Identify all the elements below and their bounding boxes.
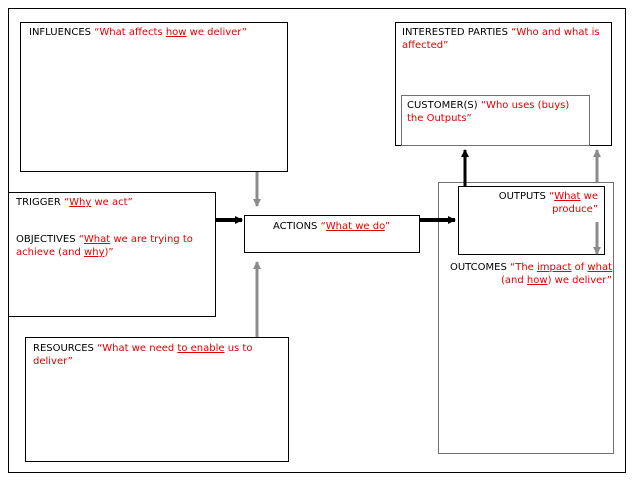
objectives-text: OBJECTIVES “What we are trying to achiev… — [16, 233, 212, 259]
interested-parties-label: INTERESTED PARTIES — [402, 27, 508, 38]
outcomes-quote-part: of — [571, 262, 588, 273]
customers-label: CUSTOMER(S) — [407, 100, 478, 111]
trigger-quote-part: we act” — [91, 197, 133, 208]
outputs-box: OUTPUTS “What we produce” — [458, 186, 605, 255]
resources-label: RESOURCES — [33, 343, 94, 354]
actions-text: ACTIONS “What we do” — [273, 220, 419, 233]
actions-label: ACTIONS — [273, 221, 318, 232]
customers-quote: “Who uses (buys) the Outputs” — [407, 100, 570, 124]
interested-parties-text: INTERESTED PARTIES “Who and what is affe… — [402, 26, 608, 52]
influences-quote: “What affects how we deliver” — [94, 27, 247, 38]
actions-quote-underlined: What we do — [325, 221, 385, 232]
resources-quote: “What we need to enable us to deliver” — [33, 343, 252, 367]
objectives-quote-part: “ — [78, 234, 84, 245]
trigger-label: TRIGGER — [16, 197, 61, 208]
outputs-quote-part: we produce” — [552, 191, 598, 215]
outcomes-text: OUTCOMES “The impact of what (and how) w… — [446, 261, 612, 287]
resources-quote-part: “What we need — [97, 343, 178, 354]
outcomes-quote: “The impact of what (and how) we deliver… — [501, 262, 612, 286]
interested-parties-quote: “Who and what is affected” — [402, 27, 600, 51]
trigger-objectives-box: TRIGGER “Why we act” OBJECTIVES “What we… — [8, 192, 216, 317]
influences-text: INFLUENCES “What affects how we deliver” — [29, 26, 279, 39]
outputs-quote-part: “ — [549, 191, 555, 202]
outcomes-quote-part: “The — [510, 262, 537, 273]
influences-quote-part: we deliver” — [186, 27, 248, 38]
actions-box: ACTIONS “What we do” — [244, 215, 420, 253]
objectives-quote-underlined: why — [84, 247, 105, 258]
objectives-quote: “What we are trying to achieve (and why)… — [16, 234, 193, 258]
trigger-quote-underlined: Why — [69, 197, 92, 208]
outcomes-quote-underlined: what — [587, 262, 612, 273]
outcomes-label: OUTCOMES — [449, 262, 507, 273]
outcomes-quote-underlined: how — [526, 275, 548, 286]
resources-text: RESOURCES “What we need to enable us to … — [33, 342, 263, 368]
influences-label: INFLUENCES — [29, 27, 92, 38]
resources-box: RESOURCES “What we need to enable us to … — [25, 337, 289, 462]
influences-quote-part: “What affects — [94, 27, 166, 38]
trigger-text: TRIGGER “Why we act” — [16, 196, 212, 209]
influences-quote-underlined: how — [165, 27, 187, 38]
customers-box: CUSTOMER(S) “Who uses (buys) the Outputs… — [401, 95, 590, 146]
resources-quote-part: us to deliver” — [33, 343, 253, 367]
objectives-quote-part: we are trying to achieve (and — [16, 234, 193, 258]
outputs-quote-underlined: What — [554, 191, 581, 202]
actions-quote-part: “ — [320, 221, 326, 232]
trigger-quote-part: “ — [63, 197, 70, 208]
trigger-quote: “Why we act” — [64, 197, 133, 208]
outputs-label: OUTPUTS — [498, 191, 546, 202]
outcomes-quote-part: ) we deliver” — [547, 275, 612, 286]
outputs-quote: “What we produce” — [549, 191, 598, 215]
outcomes-quote-underlined: impact — [537, 262, 572, 273]
outcomes-quote-part: (and — [501, 275, 527, 286]
resources-quote-underlined: to enable — [177, 343, 225, 354]
influences-box: INFLUENCES “What affects how we deliver” — [20, 22, 288, 172]
objectives-quote-part: )” — [104, 247, 114, 258]
objectives-label: OBJECTIVES — [16, 234, 76, 245]
objectives-quote-underlined: What — [83, 234, 111, 245]
actions-quote-part: ” — [384, 221, 391, 232]
actions-quote: “What we do” — [321, 221, 390, 232]
outputs-text: OUTPUTS “What we produce” — [462, 190, 598, 216]
customers-text: CUSTOMER(S) “Who uses (buys) the Outputs… — [407, 99, 583, 125]
